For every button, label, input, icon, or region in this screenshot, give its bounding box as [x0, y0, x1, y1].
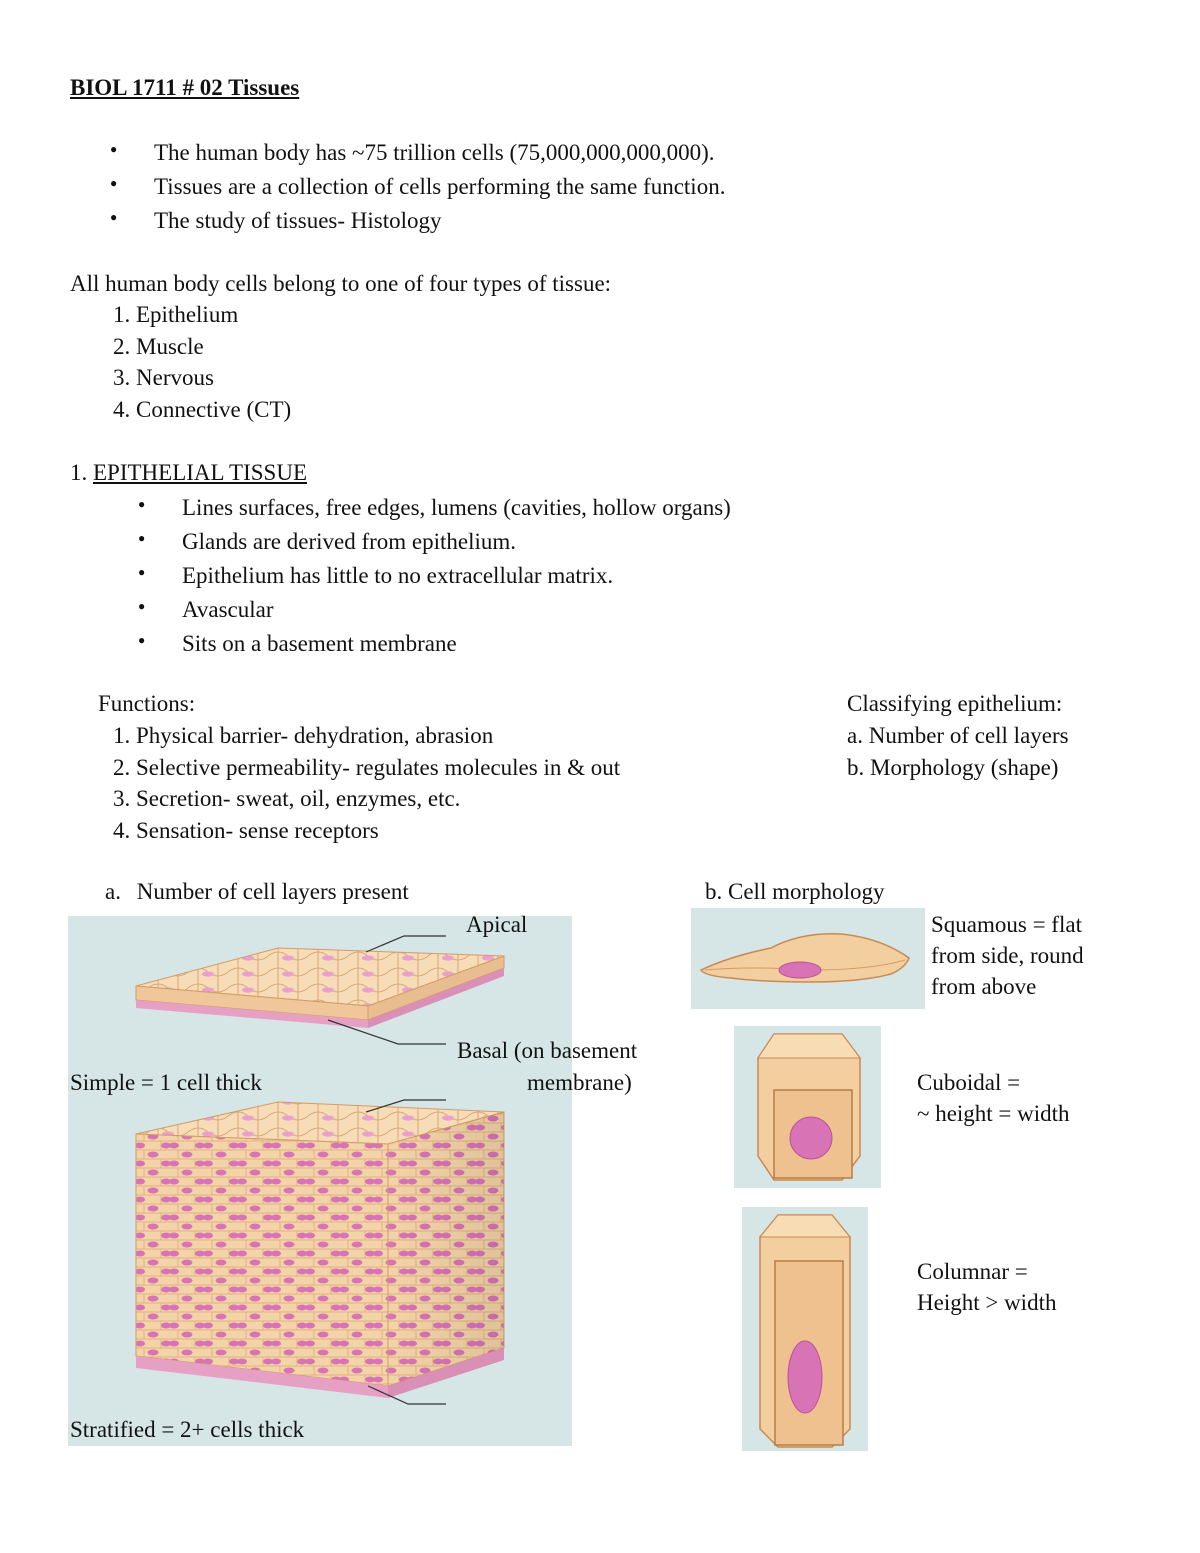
- list-item: The human body has ~75 trillion cells (7…: [110, 139, 725, 173]
- list-item: 4. Connective (CT): [113, 396, 292, 422]
- list-item: 2. Muscle: [113, 333, 204, 359]
- squamous-cell-illustration: [691, 908, 925, 1009]
- cuboidal-line-2: ~ height = width: [917, 1101, 1070, 1126]
- list-item: 1. Physical barrier- dehydration, abrasi…: [113, 723, 494, 748]
- nucleus: [789, 1116, 833, 1160]
- functions-heading: Functions:: [98, 691, 196, 716]
- figure-a-heading: a. Number of cell layers present: [105, 878, 409, 907]
- squamous-line-1: Squamous = flat: [931, 912, 1082, 937]
- list-item: 2. Selective permeability- regulates mol…: [113, 754, 621, 780]
- apical-label: Apical: [466, 912, 528, 937]
- simple-label: Simple = 1 cell thick: [70, 1070, 262, 1095]
- columnar-cell-illustration: [742, 1207, 868, 1451]
- nucleus: [787, 1340, 823, 1414]
- simple-epithelium-diagram: [135, 947, 505, 1028]
- squamous-line-2: from side, round: [931, 943, 1084, 968]
- page-title: BIOL 1711 # 02 Tissues: [70, 75, 300, 100]
- figure-b-heading: b. Cell morphology: [705, 879, 885, 904]
- label-leader-lines: [327, 935, 446, 1405]
- list-item: 3. Nervous: [113, 365, 214, 390]
- list-item: The study of tissues- Histology: [110, 207, 725, 241]
- list-item: Epithelium has little to no extracellula…: [138, 562, 731, 596]
- stratified-epithelium-diagram: [135, 1101, 505, 1398]
- list-item: Tissues are a collection of cells perfor…: [110, 173, 725, 207]
- columnar-line-1: Columnar =: [917, 1259, 1028, 1284]
- functions-list: 1. Physical barrier- dehydration, abrasi…: [113, 722, 620, 848]
- list-item: Sits on a basement membrane: [138, 630, 731, 664]
- cell-layers-illustration: [68, 916, 572, 1446]
- section-title: EPITHELIAL TISSUE: [93, 460, 308, 485]
- cuboidal-line-1: Cuboidal =: [917, 1070, 1021, 1095]
- basal-label-line1: Basal (on basement: [457, 1038, 638, 1063]
- tissue-type-list: 1. Epithelium 2. Muscle 3. Nervous 4. Co…: [113, 301, 291, 427]
- columnar-line-2: Height > width: [917, 1290, 1057, 1315]
- list-item: Glands are derived from epithelium.: [138, 528, 731, 562]
- list-item: 3. Secretion- sweat, oil, enzymes, etc.: [113, 786, 461, 811]
- stratified-label: Stratified = 2+ cells thick: [70, 1417, 305, 1442]
- list-item: 1. Epithelium: [113, 302, 239, 327]
- list-item: 4. Sensation- sense receptors: [113, 817, 379, 843]
- list-item: Lines surfaces, free edges, lumens (cavi…: [138, 494, 731, 528]
- epithelial-bullet-list: Lines surfaces, free edges, lumens (cavi…: [138, 494, 731, 664]
- basal-label-line2: membrane): [527, 1070, 632, 1095]
- types-intro: All human body cells belong to one of fo…: [70, 271, 612, 296]
- classifying-heading: Classifying epithelium:: [847, 691, 1063, 716]
- list-item: a. Number of cell layers: [847, 723, 1069, 748]
- figure-a-title: Number of cell layers present: [136, 879, 409, 904]
- cuboidal-cell-illustration: [734, 1026, 881, 1188]
- section-number: 1.: [70, 460, 88, 485]
- section-heading: 1. EPITHELIAL TISSUE: [70, 459, 307, 488]
- squamous-line-3: from above: [931, 974, 1037, 999]
- list-item: Avascular: [138, 596, 731, 630]
- classifying-list: a. Number of cell layers b. Morphology (…: [847, 722, 1069, 785]
- figure-a-letter: a.: [105, 879, 121, 904]
- intro-bullet-list: The human body has ~75 trillion cells (7…: [110, 139, 725, 241]
- list-item: b. Morphology (shape): [847, 754, 1059, 780]
- nucleus: [778, 961, 822, 979]
